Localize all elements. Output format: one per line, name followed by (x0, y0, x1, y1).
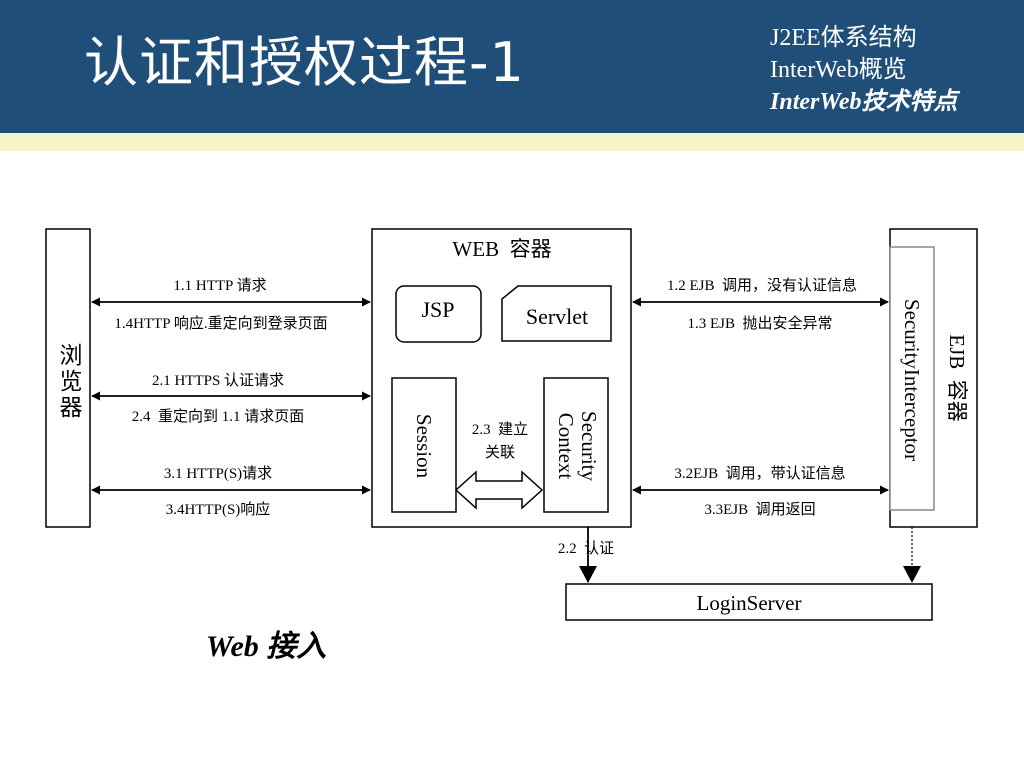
servlet-box (501, 285, 612, 342)
arrow-label-3-3: 3.3EJB 调用返回 (704, 501, 815, 518)
security-context-label-line1: Security (577, 411, 601, 481)
establish-association-label-line2: 关联 (485, 444, 515, 461)
arrow-label-1-2: 1.2 EJB 调用，没有认证信息 (667, 277, 857, 294)
jsp-box (395, 285, 482, 343)
browser-label-char-2: 览 (60, 369, 83, 394)
security-interceptor-label: SecurityInterceptor (900, 299, 924, 461)
header-stripe (0, 133, 1024, 151)
arrow-label-3-2: 3.2EJB 调用，带认证信息 (674, 465, 845, 482)
security-context-box (543, 377, 609, 513)
security-interceptor-box (889, 246, 935, 511)
arrow-label-1-4: 1.4HTTP 响应.重定向到登录页面 (114, 314, 327, 332)
ejb-container-label: EJB 容器 (945, 334, 969, 422)
auth-arrow-label: 2.2 认证 (558, 540, 614, 557)
arrow-label-3-4: 3.4HTTP(S)响应 (166, 500, 271, 518)
browser-label-char-3: 器 (60, 395, 83, 420)
web-container-label: WEB 容器 (452, 237, 551, 261)
arrow-label-3-1: 3.1 HTTP(S)请求 (164, 465, 272, 482)
browser-label-char-1: 浏 (60, 343, 83, 368)
security-context-label-line2: Context (554, 413, 578, 480)
servlet-label: Servlet (526, 304, 588, 329)
diagram-caption: Web 接入 (206, 630, 326, 663)
session-label: Session (412, 414, 436, 479)
login-server-label: LoginServer (697, 591, 802, 615)
jsp-label: JSP (421, 297, 454, 322)
auth-arrow-head (579, 566, 597, 583)
ejb-login-arrow-head (903, 566, 921, 583)
nav-item-interweb-overview[interactable]: InterWeb概览 (770, 57, 907, 83)
page-title: 认证和授权过程-1 (84, 31, 525, 94)
nav-item-interweb-features[interactable]: InterWeb技术特点 (770, 89, 958, 115)
association-double-arrow (454, 470, 544, 510)
login-server-box (565, 583, 933, 621)
session-box (391, 377, 457, 513)
arrow-label-2-4: 2.4 重定向到 1.1 请求页面 (132, 408, 305, 425)
arrow-label-2-1: 2.1 HTTPS 认证请求 (152, 372, 284, 389)
establish-association-label-line1: 2.3 建立 (472, 421, 528, 438)
outline-nav: J2EE体系结构 InterWeb概览 InterWeb技术特点 (770, 22, 958, 118)
header-bar (0, 0, 1024, 133)
arrow-label-1-3: 1.3 EJB 抛出安全异常 (687, 314, 832, 332)
browser-box (45, 228, 91, 528)
nav-item-j2ee[interactable]: J2EE体系结构 (770, 25, 917, 51)
arrow-label-1-1: 1.1 HTTP 请求 (173, 277, 266, 294)
